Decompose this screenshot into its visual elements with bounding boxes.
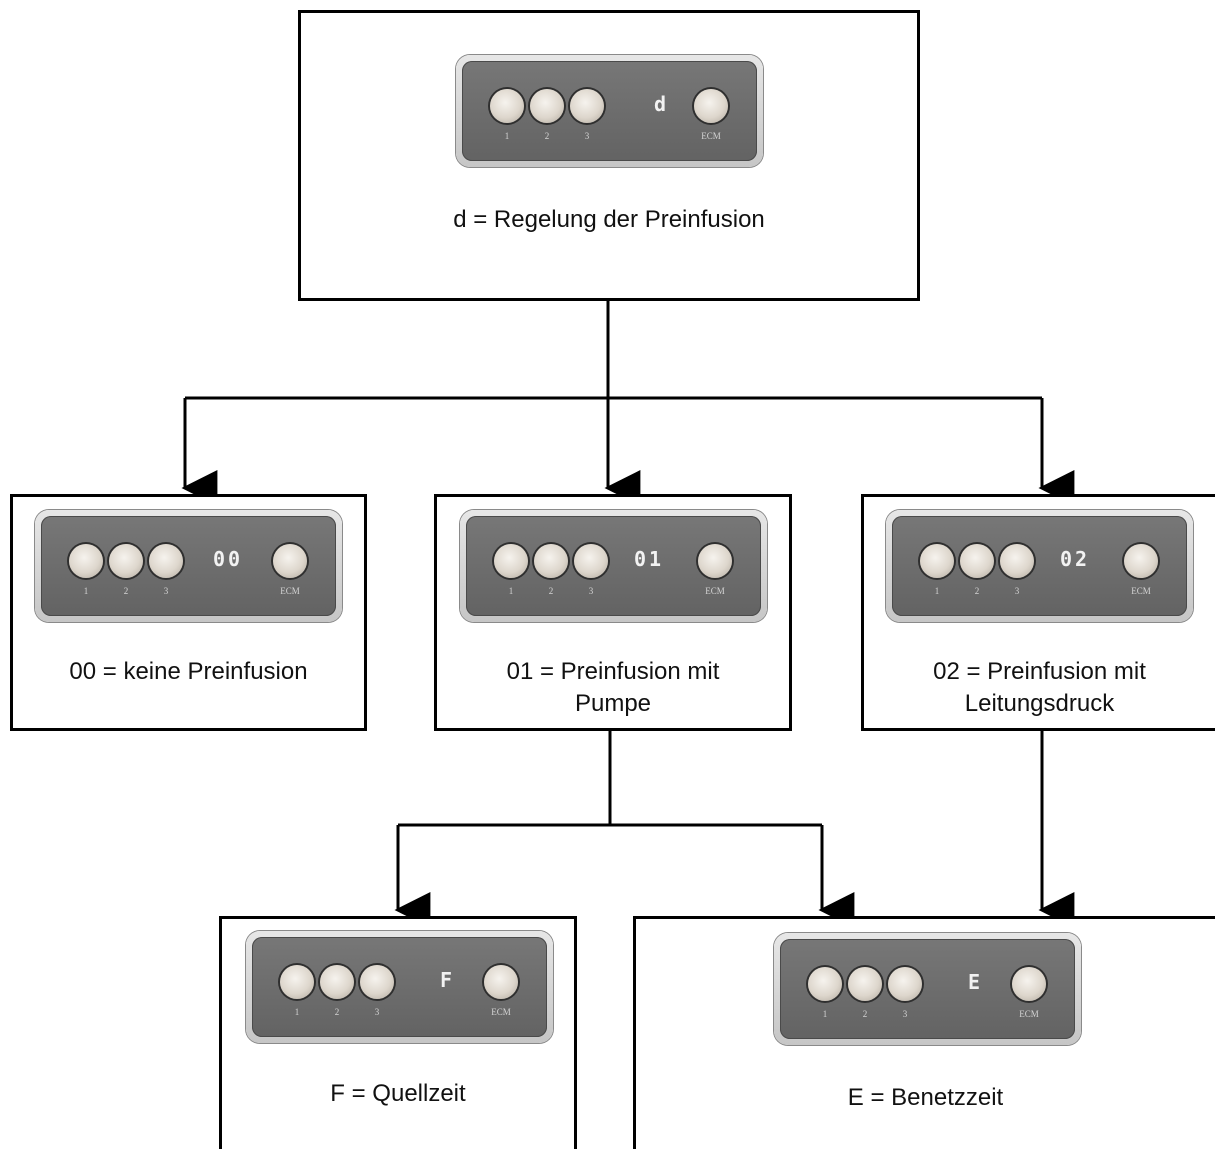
button-3-label: 3	[902, 1009, 908, 1019]
button-2-label: 2	[334, 1007, 340, 1017]
ecm-label: ECM	[705, 586, 725, 596]
button-1-label: 1	[294, 1007, 300, 1017]
display-readout: 01	[634, 547, 665, 571]
button-3-label: 3	[588, 586, 594, 596]
node-00: 1 2 3 00 ECM 00 = keine Preinfusion	[10, 494, 367, 731]
button-2	[320, 965, 354, 999]
node-caption: E = Benetzzeit	[847, 1084, 1004, 1111]
button-1-label: 1	[822, 1009, 828, 1019]
button-1	[808, 967, 842, 1001]
button-3	[149, 544, 183, 578]
button-1	[494, 544, 528, 578]
control-panel: 1 2 3 02 ECM	[886, 510, 1193, 622]
display-readout: 02	[1060, 547, 1091, 571]
button-1	[69, 544, 103, 578]
control-panel: 1 2 3 F ECM	[246, 931, 553, 1043]
node-caption-line-2: Leitungsdruck	[964, 690, 1115, 717]
button-3-label: 3	[584, 131, 590, 141]
display-readout: d	[654, 92, 670, 116]
display-readout: F	[440, 968, 456, 992]
ecm-label: ECM	[701, 131, 721, 141]
ecm-button	[1124, 544, 1158, 578]
ecm-button	[273, 544, 307, 578]
button-2-label: 2	[548, 586, 554, 596]
ecm-label: ECM	[1019, 1009, 1039, 1019]
button-2	[109, 544, 143, 578]
node-01: 1 2 3 01 ECM 01 = Preinfusion mit Pumpe	[434, 494, 792, 731]
button-2-label: 2	[862, 1009, 868, 1019]
node-F: 1 2 3 F ECM F = Quellzeit	[219, 916, 577, 1149]
node-caption: F = Quellzeit	[330, 1080, 466, 1107]
button-1	[490, 89, 524, 123]
button-1	[280, 965, 314, 999]
button-2	[530, 89, 564, 123]
node-E: 1 2 3 E ECM E = Benetzzeit	[633, 916, 1215, 1149]
button-1-label: 1	[83, 586, 89, 596]
display-readout: 00	[213, 547, 244, 571]
node-caption-line-1: 02 = Preinfusion mit	[933, 658, 1146, 685]
ecm-label: ECM	[491, 1007, 511, 1017]
button-1	[920, 544, 954, 578]
display-readout: E	[968, 970, 984, 994]
ecm-button	[484, 965, 518, 999]
ecm-label: ECM	[1131, 586, 1151, 596]
button-2-label: 2	[544, 131, 550, 141]
node-caption: 00 = keine Preinfusion	[69, 658, 308, 685]
node-02: 1 2 3 02 ECM 02 = Preinfusion mit Leitun…	[861, 494, 1215, 731]
button-3	[1000, 544, 1034, 578]
ecm-button	[698, 544, 732, 578]
button-2	[534, 544, 568, 578]
button-2	[848, 967, 882, 1001]
button-2-label: 2	[123, 586, 129, 596]
button-3	[360, 965, 394, 999]
control-panel: 1 2 3 d ECM	[456, 55, 763, 167]
ecm-label: ECM	[280, 586, 300, 596]
button-1-label: 1	[504, 131, 510, 141]
node-root: 1 2 3 d ECM d = Regelung der Preinfusion	[298, 10, 920, 301]
ecm-button	[1012, 967, 1046, 1001]
control-panel: 1 2 3 01 ECM	[460, 510, 767, 622]
ecm-button	[694, 89, 728, 123]
node-caption: d = Regelung der Preinfusion	[453, 206, 765, 233]
node-caption-line-1: 01 = Preinfusion mit	[506, 658, 720, 685]
button-3-label: 3	[374, 1007, 380, 1017]
control-panel: 1 2 3 00 ECM	[35, 510, 342, 622]
button-3	[574, 544, 608, 578]
button-3	[888, 967, 922, 1001]
button-3-label: 3	[163, 586, 169, 596]
button-2	[960, 544, 994, 578]
button-3	[570, 89, 604, 123]
button-1-label: 1	[508, 586, 514, 596]
button-1-label: 1	[934, 586, 940, 596]
button-2-label: 2	[974, 586, 980, 596]
button-3-label: 3	[1014, 586, 1020, 596]
node-caption-line-2: Pumpe	[574, 690, 652, 717]
control-panel: 1 2 3 E ECM	[774, 933, 1081, 1045]
